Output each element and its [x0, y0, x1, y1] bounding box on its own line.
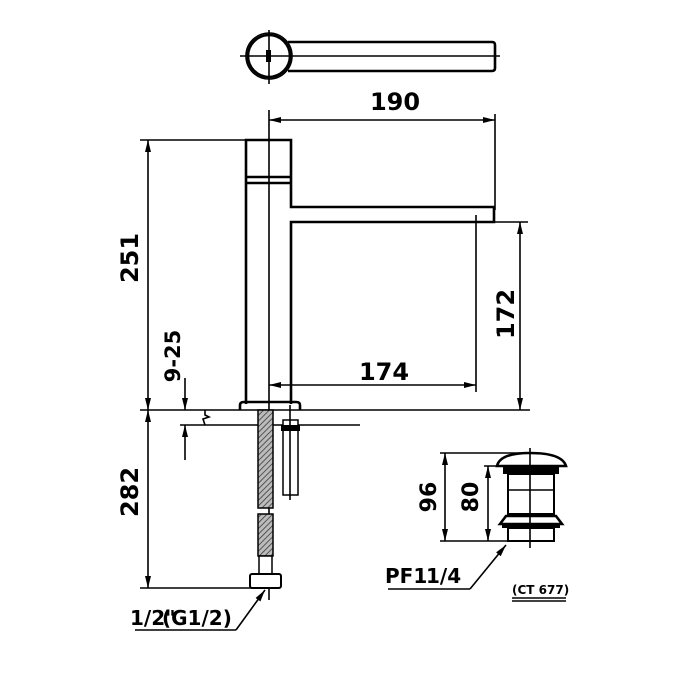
- dim-label: 9-25: [161, 330, 185, 383]
- dim-9-25: 9-25: [161, 330, 188, 460]
- drain-model-label: (CT 677): [512, 583, 569, 597]
- hose-thread-callout: 1/2" (G1/2): [130, 589, 266, 631]
- drain-thread-fraction: 1/4: [426, 564, 461, 588]
- dim-label: 282: [116, 467, 144, 517]
- top-view: [240, 30, 500, 84]
- dim-label: 251: [116, 233, 144, 283]
- dim-174: 174: [269, 215, 477, 392]
- base-flange: [238, 400, 302, 410]
- break-mark: [201, 410, 212, 426]
- dim-label: 172: [492, 289, 520, 339]
- dim-172: 172: [476, 221, 528, 410]
- drain-thread-size: PF1: [385, 564, 427, 588]
- supply-hose: [249, 405, 300, 589]
- drain-thread-callout: PF1 1/4: [385, 544, 507, 590]
- drain-model: (CT 677): [512, 583, 569, 602]
- deck: [140, 409, 530, 426]
- pop-up-drain: [495, 448, 568, 548]
- dim-251: 251: [116, 139, 246, 410]
- dim-label: 80: [459, 482, 484, 513]
- dim-80: 80: [459, 465, 503, 541]
- dim-96: 96: [417, 452, 530, 542]
- faucet-body: [238, 110, 496, 600]
- dim-label: 190: [370, 88, 420, 116]
- dim-label: 96: [417, 482, 442, 513]
- dim-282: 282: [116, 410, 258, 589]
- hose-thread-standard: (G1/2): [162, 606, 232, 630]
- dim-label: 174: [359, 358, 409, 386]
- dim-190: 190: [269, 88, 496, 210]
- hose-thread-size: 1/2": [130, 606, 176, 630]
